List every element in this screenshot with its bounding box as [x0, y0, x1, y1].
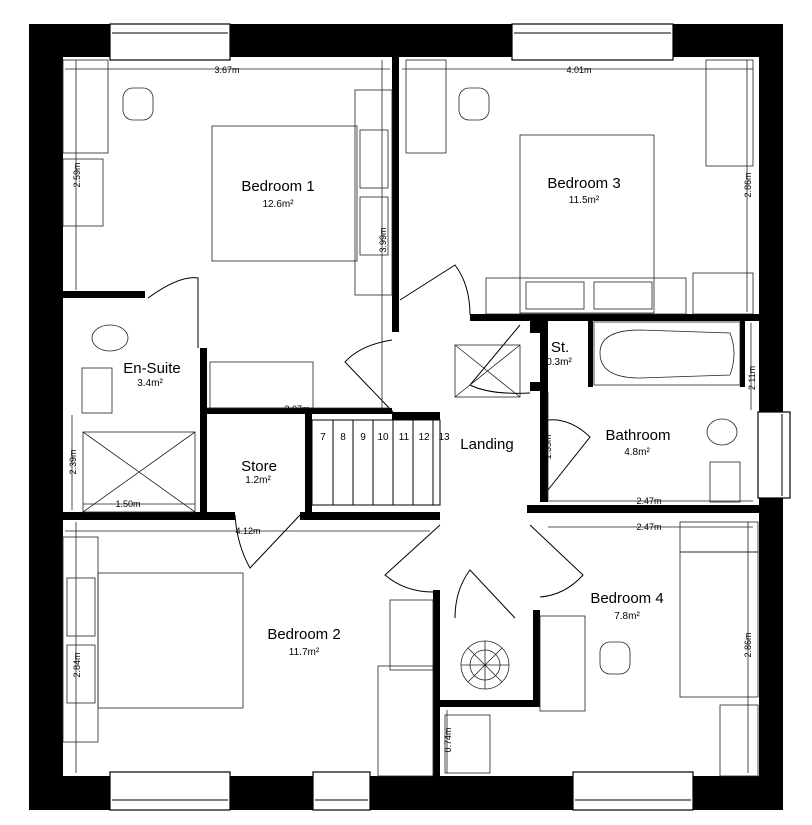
dimension-label: 2.47m — [636, 522, 661, 532]
room-area-bedroom-4: 7.8m² — [614, 611, 640, 622]
staircase: 7 8 9 10 11 12 13 — [311, 419, 450, 506]
room-area-bathroom: 4.8m² — [624, 447, 650, 458]
dimension-label: 2.84m — [72, 652, 82, 677]
room-area-store: 1.2m² — [245, 475, 271, 486]
room-area-bedroom-3: 11.5m² — [569, 195, 600, 206]
dimension-label: 1.50m — [115, 499, 140, 509]
room-area-st: 0.3m² — [546, 357, 572, 368]
dimension-label: 2.11m — [747, 366, 757, 390]
stair-step-number: 7 — [320, 432, 326, 443]
dimension-label: 2.86m — [743, 632, 753, 657]
dimension-label: 4.01m — [566, 65, 591, 75]
dimension-label: 2.59m — [72, 162, 82, 187]
dimension-label: 3.67m — [214, 65, 239, 75]
stair-step-number: 12 — [418, 432, 430, 443]
dimension-label: 2.47m — [636, 496, 661, 506]
room-name-bedroom-2: Bedroom 2 — [267, 626, 340, 643]
room-name-bedroom-4: Bedroom 4 — [590, 590, 663, 607]
room-name-st: St. — [551, 339, 569, 356]
chair-icon — [458, 87, 490, 121]
stair-step-number: 13 — [438, 432, 450, 443]
dimension-lines — [65, 60, 753, 773]
dimension-label: 3.99m — [378, 227, 388, 252]
room-name-bedroom-1: Bedroom 1 — [241, 178, 314, 195]
furniture — [62, 59, 759, 777]
stair-step-number: 10 — [377, 432, 389, 443]
room-name-store: Store — [241, 458, 277, 475]
room-name-bathroom: Bathroom — [605, 427, 670, 444]
dimension-label: 0.74m — [443, 727, 453, 752]
room-area-bedroom-1: 12.6m² — [262, 199, 294, 210]
dimension-labels: 3.67m 4.01m 2.59m 3.99m 2.86m 2.11m 2.07… — [68, 65, 757, 753]
dimension-label: 1.35m — [543, 434, 553, 459]
stair-step-number: 8 — [340, 432, 346, 443]
internal-walls — [63, 57, 759, 776]
room-labels: Bedroom 1 12.6m² Bedroom 3 11.5m² En-Sui… — [123, 175, 670, 658]
windows — [109, 23, 791, 811]
dimension-label: 2.86m — [743, 172, 753, 197]
dimension-label: 4.12m — [235, 526, 260, 536]
stair-step-number: 9 — [360, 432, 366, 443]
room-area-en-suite: 3.4m² — [137, 378, 163, 389]
room-area-bedroom-2: 11.7m² — [289, 647, 320, 658]
chair-icon — [599, 641, 631, 675]
room-name-landing: Landing — [460, 436, 513, 453]
room-name-bedroom-3: Bedroom 3 — [547, 175, 620, 192]
doors — [147, 264, 591, 619]
dimension-label: 2.39m — [68, 449, 78, 474]
stair-step-number: 11 — [399, 432, 410, 443]
room-name-en-suite: En-Suite — [123, 360, 181, 377]
dimension-label: 2.07m — [284, 404, 309, 414]
chair-icon — [122, 87, 154, 121]
